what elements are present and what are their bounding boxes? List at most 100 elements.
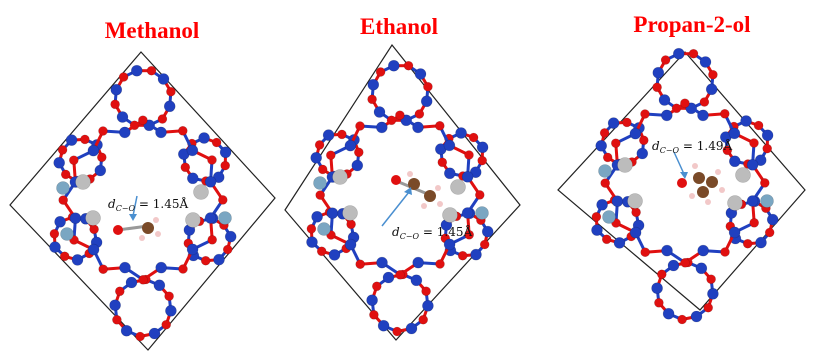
silicon-atom: [629, 127, 642, 140]
metal-atom: [475, 206, 489, 220]
zeolite-framework: [49, 64, 237, 342]
oxygen-atom: [699, 97, 710, 107]
oxygen-atom: [749, 218, 760, 228]
silicon-atom: [163, 100, 176, 113]
oxygen-atom: [355, 121, 365, 131]
silicon-atom: [153, 279, 166, 292]
oxygen-atom: [353, 147, 364, 158]
oxygen-atom: [631, 207, 641, 218]
silicon-atom: [109, 299, 121, 312]
silicon-atom: [326, 207, 339, 219]
panel-ethanol: Ethanol dC−O = 1.45Å: [284, 14, 521, 341]
silicon-atom: [322, 129, 335, 141]
oxygen-atom: [218, 195, 228, 205]
oxygen-atom: [112, 314, 122, 325]
silicon-atom: [443, 238, 456, 251]
metal-atom: [602, 210, 616, 224]
silicon-atom: [697, 109, 709, 122]
silicon-atom: [53, 157, 66, 169]
oxygen-atom: [703, 302, 714, 313]
oxygen-atom: [706, 274, 716, 285]
oxygen-atom: [211, 137, 222, 148]
bond-distance-arrow: [381, 187, 412, 227]
oxygen-atom: [742, 238, 753, 249]
oxygen-atom: [164, 291, 174, 302]
oxygen-atom: [680, 98, 690, 108]
oxygen-atom: [640, 109, 650, 119]
oxygen-atom: [395, 269, 405, 280]
silicon-atom: [131, 64, 143, 77]
oxygen-atom: [719, 109, 730, 119]
panel-title: Ethanol: [360, 14, 438, 39]
oxygen-atom: [638, 135, 649, 146]
oxygen-atom: [355, 259, 366, 270]
oxygen-atom: [49, 229, 60, 239]
silicon-atom: [613, 237, 626, 249]
oxygen-atom: [421, 286, 431, 297]
silicon-atom: [119, 126, 131, 139]
oxygen-atom: [708, 69, 718, 80]
silicon-atom: [165, 304, 177, 317]
silicon-atom: [652, 66, 665, 79]
oxygen-atom: [306, 224, 317, 234]
oxygen-atom: [157, 114, 168, 124]
silicon-atom: [461, 207, 474, 219]
silicon-atom: [328, 249, 341, 261]
silicon-atom: [204, 212, 217, 224]
grey-atom: [727, 195, 743, 211]
silicon-atom: [761, 129, 774, 142]
silicon-atom: [148, 327, 161, 340]
zeolite-framework: [306, 59, 494, 337]
oxygen-atom: [97, 152, 107, 163]
grey-atom: [442, 207, 458, 223]
oxygen-atom: [654, 297, 664, 308]
oxygen-atom: [437, 157, 448, 168]
silicon-atom: [470, 248, 482, 261]
silicon-atom: [351, 159, 364, 172]
metal-atom: [218, 211, 232, 225]
silicon-atom: [662, 307, 675, 320]
silicon-atom: [155, 126, 167, 139]
grey-atom: [627, 193, 643, 209]
oxygen-atom: [474, 190, 485, 200]
metal-atom: [760, 194, 774, 208]
silicon-atom: [87, 144, 100, 157]
oxygen-atom: [178, 264, 188, 274]
silicon-atom: [697, 244, 710, 257]
silicon-atom: [110, 83, 123, 96]
adsorbate-molecule: [677, 163, 725, 205]
oxygen-atom: [317, 164, 328, 175]
oxygen-atom: [656, 269, 667, 280]
silicon-atom: [54, 216, 66, 228]
oxygen-atom: [720, 247, 730, 257]
metal-atom: [317, 222, 331, 236]
oxygen-atom: [207, 155, 217, 165]
silicon-atom: [414, 68, 427, 80]
silicon-atom: [119, 261, 131, 274]
silicon-atom: [728, 155, 741, 168]
oxygen-atom: [600, 178, 611, 188]
silicon-atom: [69, 212, 82, 224]
silicon-atom: [71, 254, 84, 266]
silicon-atom: [410, 274, 423, 287]
oxygen-atom: [369, 309, 379, 320]
metal-atom: [60, 227, 74, 241]
silicon-atom: [344, 139, 357, 152]
oxygen-atom: [135, 331, 145, 342]
silicon-atom: [591, 224, 603, 236]
oxygen-atom: [423, 81, 433, 92]
silicon-atom: [306, 236, 318, 248]
oxygen-atom: [220, 160, 230, 171]
oxygen-atom: [403, 60, 414, 71]
silicon-atom: [120, 324, 133, 337]
silicon-atom: [224, 230, 237, 243]
silicon-atom: [219, 146, 232, 159]
oxygen-atom: [418, 314, 429, 325]
silicon-atom: [344, 238, 357, 251]
oxygen-atom: [161, 319, 171, 330]
silicon-atom: [636, 147, 649, 160]
silicon-atom: [87, 243, 100, 256]
oxygen-atom: [759, 178, 770, 188]
oxygen-atom: [602, 152, 613, 163]
